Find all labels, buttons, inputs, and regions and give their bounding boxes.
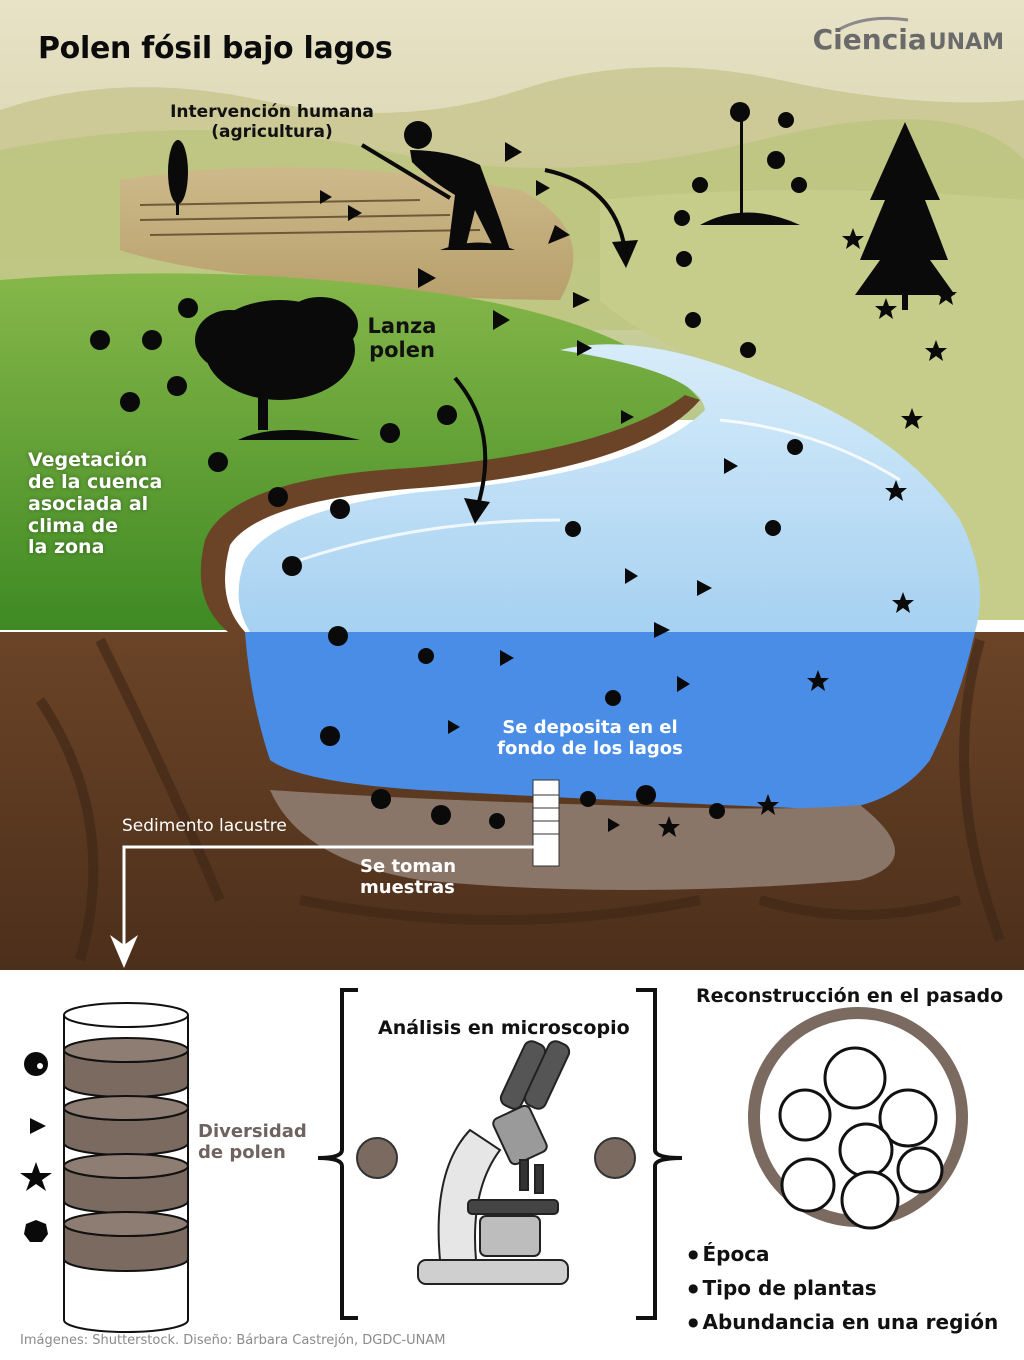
right-brace xyxy=(636,988,683,1320)
deposit-label: Se deposita en el fondo de los lagos xyxy=(470,717,710,759)
lake-deep-water xyxy=(245,632,975,810)
circle-pollen-grains xyxy=(90,298,656,825)
page-title: Polen fósil bajo lagos xyxy=(38,31,393,66)
lake-ripple xyxy=(719,418,901,482)
brand-primary: Ciencia xyxy=(812,23,927,56)
lake-surface xyxy=(238,344,981,632)
vegetation-line: clima de xyxy=(28,514,119,537)
reconstruction-label: Reconstrucción en el pasado xyxy=(696,985,1004,1007)
human-intervention-line: Intervención humana xyxy=(170,102,374,122)
left-grass-bank xyxy=(0,273,700,630)
lake-ripple xyxy=(299,518,561,562)
heptagon-pollen-icon xyxy=(24,1220,48,1242)
lake-sediment xyxy=(270,790,895,890)
pollen-grain-drawings xyxy=(778,1046,944,1230)
sample-dot xyxy=(356,1137,398,1179)
star-pollen-grains xyxy=(658,228,957,837)
vegetation-line: Vegetación xyxy=(28,449,148,471)
result-abundance: Abundancia en una región xyxy=(688,1310,998,1334)
arrow-head xyxy=(612,240,638,268)
triangle-pollen-icon xyxy=(30,1118,46,1134)
conifer-tree-silhouette xyxy=(855,122,955,310)
vegetation-line: la zona xyxy=(28,536,105,559)
core-layer xyxy=(63,1037,189,1098)
core-layer xyxy=(63,1153,189,1214)
deposit-line: fondo de los lagos xyxy=(497,737,683,759)
arrow-head xyxy=(464,498,490,524)
broadleaf-tree-silhouette xyxy=(195,297,360,440)
pollen-fall-arrow xyxy=(453,376,488,506)
brand-arc-icon xyxy=(837,16,909,32)
deposit-line: Se deposita en el xyxy=(502,717,678,738)
sediment-core-cylinder xyxy=(63,1002,189,1333)
sediment-label: Sedimento lacustre xyxy=(122,816,287,836)
farmer-silhouette xyxy=(360,121,515,250)
vegetation-label: Vegetación de la cuenca asociada al clim… xyxy=(28,449,228,559)
root-network xyxy=(35,637,1005,962)
releases-pollen-line: polen xyxy=(369,338,435,363)
wheat-silhouette xyxy=(168,140,188,215)
heptagon-pollen-grains xyxy=(418,112,807,829)
sediment-to-core-arrow xyxy=(122,845,534,950)
left-brace xyxy=(317,988,358,1320)
human-intervention-label: Intervención humana (agricultura) xyxy=(152,102,392,142)
analysis-illustration xyxy=(20,988,968,1333)
releases-pollen-line: Lanza xyxy=(367,314,437,338)
result-epoch: Época xyxy=(688,1242,769,1266)
vegetation-line: de la cuenca xyxy=(28,470,163,493)
samples-line: Se toman xyxy=(360,856,457,877)
core-layer xyxy=(63,1095,189,1156)
vegetation-line: asociada al xyxy=(28,492,149,515)
bank-mud-edge xyxy=(200,395,701,632)
pollen-diversity-line: Diversidad xyxy=(198,1121,307,1142)
lake-scene-illustration xyxy=(0,0,1024,970)
core-layer xyxy=(63,1211,189,1272)
image-credits: Imágenes: Shutterstock. Diseño: Bárbara … xyxy=(20,1333,446,1348)
field-furrows xyxy=(139,199,481,236)
arrow-head xyxy=(110,935,138,968)
sediment-core xyxy=(532,779,560,867)
sample-dot xyxy=(594,1137,636,1179)
brand-secondary: UNAM xyxy=(928,30,1004,55)
star-pollen-icon xyxy=(20,1162,52,1191)
microscope-analysis-label: Análisis en microscopio xyxy=(378,1017,630,1039)
pollen-fall-arrow xyxy=(544,168,627,251)
triangle-pollen-grains xyxy=(320,142,738,832)
circle-pollen-icon xyxy=(24,1052,48,1076)
pollen-diversity-line: de polen xyxy=(198,1141,286,1163)
releases-pollen-label: Lanza polen xyxy=(352,314,452,362)
microscope-icon xyxy=(417,1040,571,1285)
samples-label: Se toman muestras xyxy=(360,856,500,898)
samples-line: muestras xyxy=(360,876,455,898)
brand-logo: CienciaUNAM xyxy=(812,23,1004,56)
flowering-plant-silhouette xyxy=(700,102,800,225)
result-plant-type: Tipo de plantas xyxy=(688,1276,876,1300)
pollen-diversity-label: Diversidad de polen xyxy=(198,1121,328,1163)
human-intervention-line: (agricultura) xyxy=(211,121,333,142)
